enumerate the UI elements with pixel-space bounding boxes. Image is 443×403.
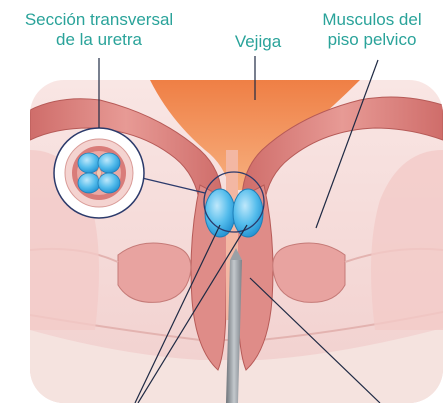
bulking-agent-left: [205, 189, 235, 237]
bulking-agent-right: [233, 189, 263, 237]
pelvic-muscle-left-middle: [118, 243, 191, 302]
cross-section-blue-tr: [98, 153, 120, 173]
cross-section-blue-tl: [78, 153, 100, 173]
cross-section-blue-bl: [78, 173, 100, 193]
pelvic-muscle-right-middle: [273, 243, 345, 302]
cross-section-blue-br: [98, 173, 120, 193]
